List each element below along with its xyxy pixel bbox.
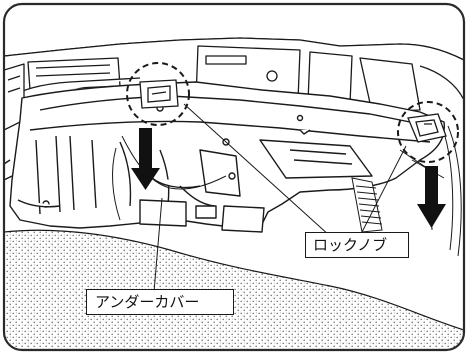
lock-knob-label: ロックノブ <box>305 232 409 258</box>
push-down-arrow-left <box>131 128 160 190</box>
under-cover-panel <box>4 81 445 233</box>
push-down-arrow-right <box>417 166 446 228</box>
lock-knob-right-highlight <box>397 101 459 163</box>
lock-knob-left <box>139 79 179 109</box>
floor-carpet <box>4 229 464 350</box>
under-cover-label: アンダーカバー <box>86 289 234 315</box>
lock-knob-left-highlight <box>126 62 190 126</box>
push-down-arrows <box>131 128 446 228</box>
lock-knob-right <box>407 113 447 143</box>
leader-lines <box>153 103 407 293</box>
